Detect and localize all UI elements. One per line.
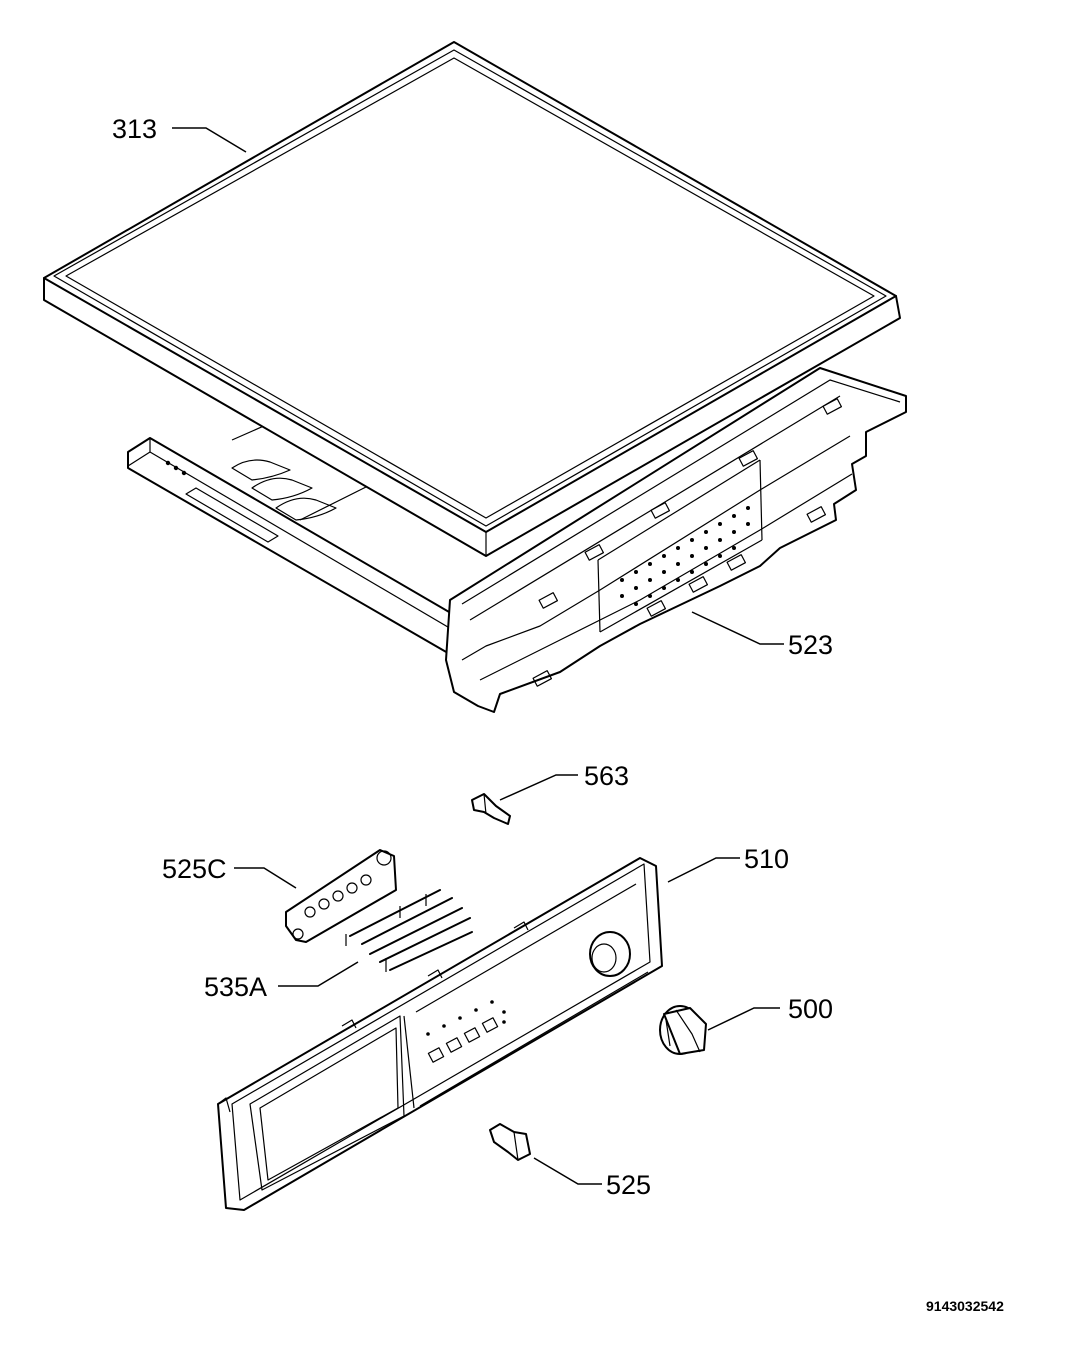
document-code: 9143032542 [926, 1298, 1004, 1314]
part-523-frame [127, 367, 907, 713]
part-563-pin [471, 793, 511, 825]
part-525-switch [489, 1123, 531, 1161]
label-523: 523 [788, 630, 833, 660]
part-525c-led-holder [285, 849, 397, 943]
leader-lines [172, 127, 784, 1185]
part-510-control-panel [217, 857, 663, 1211]
label-510: 510 [744, 844, 789, 874]
label-535a: 535A [204, 972, 267, 1002]
frame-holes [620, 506, 750, 606]
part-313-top-lid [43, 41, 901, 557]
part-535a-key-rods [345, 889, 473, 972]
part-500-knob [659, 1005, 707, 1055]
label-313: 313 [112, 114, 157, 144]
label-563: 563 [584, 761, 629, 791]
label-525: 525 [606, 1170, 651, 1200]
label-500: 500 [788, 994, 833, 1024]
label-525c: 525C [162, 854, 227, 884]
